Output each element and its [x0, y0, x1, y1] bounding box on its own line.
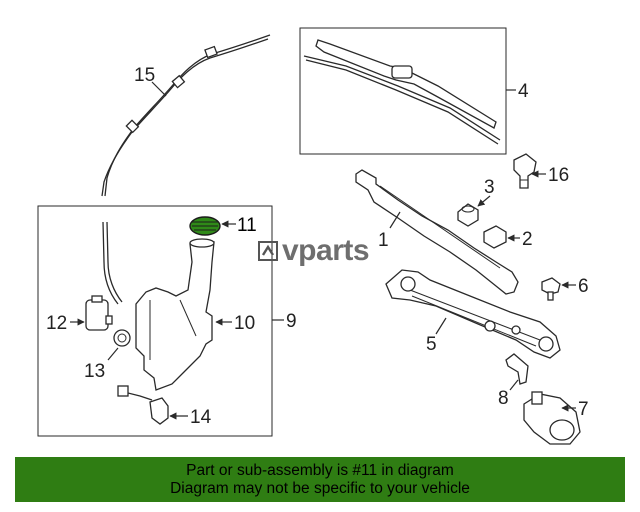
wiper-arm-part-1[interactable] — [355, 169, 519, 295]
footer-banner: Part or sub-assembly is #11 in diagram D… — [15, 457, 625, 502]
callout-9: 9 — [286, 311, 297, 332]
exploded-parts-diagram: 15 4 16 3 2 — [37, 27, 589, 445]
callout-10: 10 — [234, 313, 255, 334]
pivot-cap-part-2[interactable] — [483, 225, 507, 249]
watermark-text: vparts — [282, 234, 370, 267]
reservoir-tube — [102, 221, 123, 305]
reservoir-cap-part-11[interactable] — [189, 216, 221, 236]
reservoir-group-box — [37, 205, 273, 437]
callout-2: 2 — [522, 229, 533, 250]
washer-reservoir-part-10[interactable] — [135, 238, 215, 391]
callout-6: 6 — [578, 276, 589, 297]
callout-5: 5 — [426, 334, 437, 355]
washer-hose-part-15[interactable] — [101, 34, 271, 197]
wiper-blade-group-box — [299, 27, 507, 155]
wiper-motor-part-7[interactable] — [523, 391, 581, 445]
callout-3: 3 — [484, 177, 495, 198]
pivot-nut-part-3[interactable] — [457, 203, 479, 227]
washer-pump-part-12[interactable] — [85, 295, 113, 331]
callout-7: 7 — [578, 399, 589, 420]
washer-nozzle-part-16[interactable] — [513, 153, 537, 189]
watermark: vparts — [258, 234, 370, 267]
callout-15: 15 — [134, 65, 155, 86]
motor-bracket-part-8[interactable] — [505, 353, 529, 385]
bolt-part-6[interactable] — [541, 277, 561, 301]
callout-16: 16 — [548, 165, 569, 186]
callout-1: 1 — [378, 230, 389, 251]
callout-14: 14 — [190, 407, 212, 428]
callout-13: 13 — [84, 361, 105, 382]
wiper-blade-part-4[interactable] — [303, 39, 501, 145]
callout-12: 12 — [46, 313, 67, 334]
callout-11: 11 — [237, 215, 257, 236]
footer-line-2: Diagram may not be specific to your vehi… — [170, 479, 470, 497]
level-sensor-part-14[interactable] — [117, 385, 169, 425]
footer-line-1: Part or sub-assembly is #11 in diagram — [186, 461, 454, 479]
wiper-linkage-part-5[interactable] — [385, 269, 561, 359]
grommet-part-13[interactable] — [113, 329, 131, 347]
callout-8: 8 — [498, 388, 509, 409]
parts-logo-icon — [258, 241, 278, 261]
callout-4: 4 — [518, 81, 529, 102]
